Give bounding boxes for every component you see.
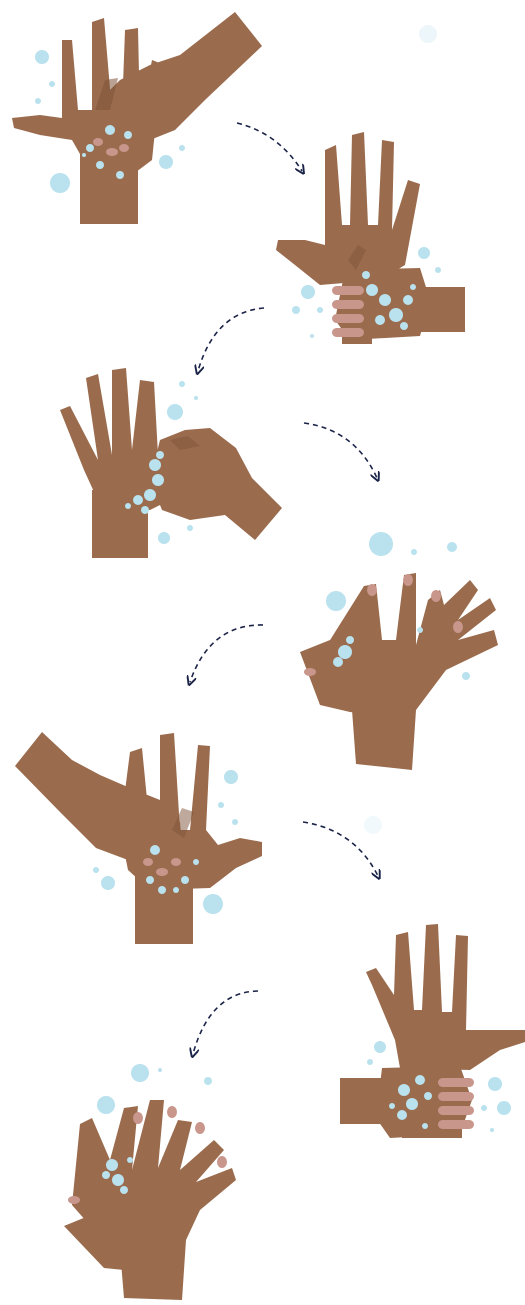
step-7-hands	[64, 1064, 236, 1300]
arrow-3-to-4	[304, 423, 377, 478]
step-3-hands	[60, 368, 282, 558]
arrow-6-to-7	[193, 991, 258, 1054]
arrow-1-to-2	[237, 123, 302, 171]
step-4-hands	[300, 532, 498, 770]
step-1-hands	[12, 12, 437, 224]
step-2-hands	[276, 132, 465, 344]
step-5-hands	[15, 732, 382, 944]
arrow-4-to-5	[190, 625, 263, 682]
step-6-hands	[340, 924, 525, 1138]
arrow-2-to-3	[198, 308, 264, 371]
